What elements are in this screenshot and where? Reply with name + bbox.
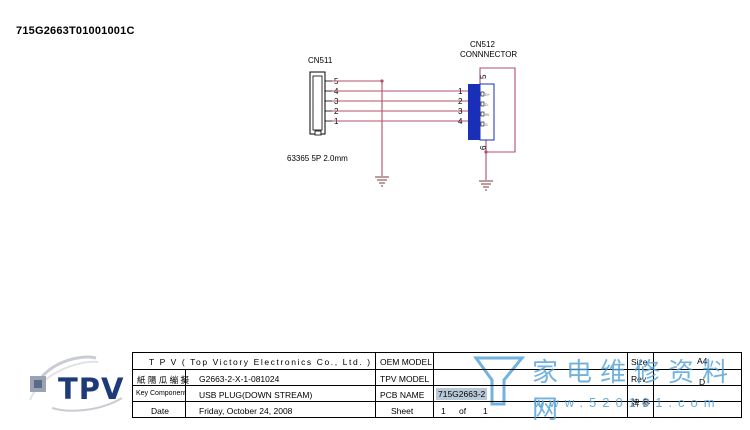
cn511-connector-body [309, 71, 326, 136]
tpv-model-label: TPV MODEL [380, 374, 430, 384]
misc-label: 牌 參 [631, 398, 651, 408]
oem-model-label: OEM MODEL [380, 357, 432, 367]
date-label: Date [151, 406, 169, 416]
drawing-number-value: G2663-2-X-1-081024 [199, 374, 280, 384]
title-block: T P V ( Top Victory Electronics Co., Ltd… [132, 352, 742, 418]
signal-wires [332, 67, 516, 180]
rev-label: Rev [631, 374, 647, 384]
tpv-logo-text: TPV [58, 372, 125, 406]
cn512-pin-6: 6 [479, 145, 488, 150]
sheet-total: 1 [483, 406, 488, 416]
tpv-logo-icon [29, 355, 123, 412]
cn512-pin-2: 2 [458, 97, 463, 106]
cn512-pin-3: 3 [458, 107, 463, 116]
key-component-value: USB PLUG(DOWN STREAM) [199, 390, 313, 400]
svg-text:D-: D- [485, 103, 490, 107]
sheet-label: Sheet [391, 406, 414, 416]
watermark-chinese-text: 家电维修资料网 [532, 358, 737, 425]
svg-text:D+: D+ [485, 93, 490, 97]
cn512-pin-5: 5 [479, 74, 488, 79]
size-value: A4 [697, 356, 708, 366]
svg-text:G: G [485, 123, 488, 127]
drawing-number-label: 紙 陽 瓜 繃 擬 [137, 375, 189, 385]
date-value: Friday, October 24, 2008 [199, 406, 293, 416]
cn512-connector-body: D+ D- 5V G [468, 83, 495, 141]
rev-value: D [699, 377, 706, 387]
pcb-name-label: PCB NAME [380, 390, 425, 400]
cn512-pin-1: 1 [458, 87, 463, 96]
key-component-label: Key Component [136, 390, 187, 397]
document-id: 715G2663T01001001C [16, 25, 135, 37]
svg-text:5V: 5V [485, 113, 490, 117]
sheet-of: of [459, 406, 467, 416]
cn512-pin-4: 4 [458, 117, 463, 126]
wire-shield-loop [479, 67, 516, 153]
cn511-ref: CN511 [308, 56, 333, 65]
cn512-type: CONNNECTOR [460, 50, 517, 59]
pcb-name-value: 715G2663-2 [436, 388, 488, 400]
watermark-logo-icon [473, 356, 526, 406]
company-name: T P V ( Top Victory Electronics Co., Ltd… [149, 357, 372, 367]
ground-symbol-cn512 [479, 180, 493, 191]
watermark-url-text: www.520101.com [534, 395, 721, 410]
size-label: Size [631, 357, 648, 367]
schematic-diagram: CN511 63365 5P 2.0mm 5 4 3 2 1 [287, 40, 517, 191]
sheet-number: 1 [441, 406, 446, 416]
ground-symbol-cn511 [375, 176, 389, 187]
cn511-part: 63365 5P 2.0mm [287, 154, 348, 163]
cn512-ref: CN512 [470, 40, 495, 49]
